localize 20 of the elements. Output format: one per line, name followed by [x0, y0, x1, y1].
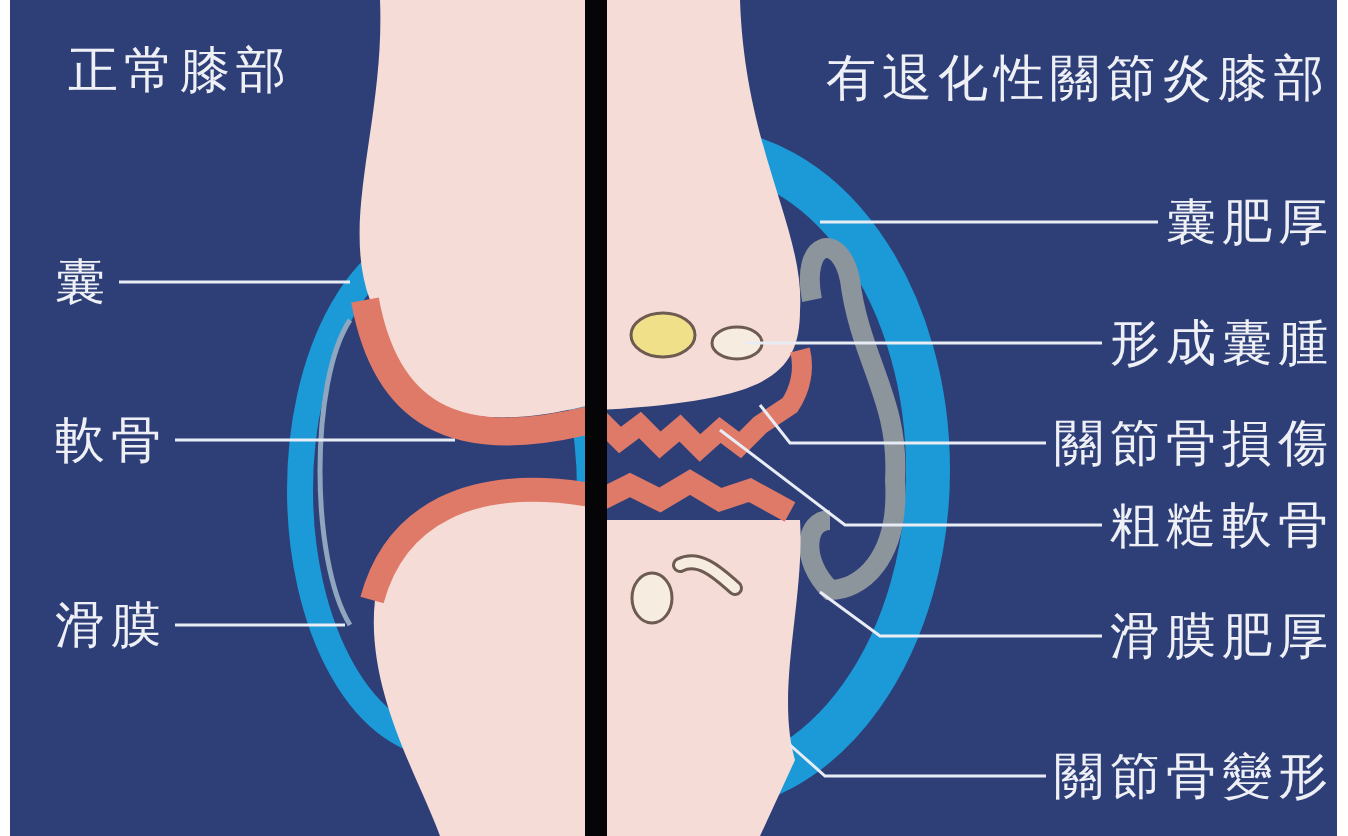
- leader-line: [175, 623, 345, 627]
- panel-title: 有退化性關節炎膝部: [826, 48, 1330, 108]
- part-label: 軟骨: [55, 410, 167, 470]
- part-label: 囊: [55, 252, 111, 312]
- leader-line: [820, 220, 1158, 224]
- leader-line: [719, 428, 1102, 527]
- part-label: 囊肥厚: [1166, 192, 1334, 252]
- panel-title: 正常膝部: [68, 40, 292, 100]
- leader-line: [789, 743, 1046, 778]
- leader-line: [175, 438, 455, 442]
- part-label: 粗糙軟骨: [1110, 495, 1334, 555]
- part-label: 關節骨變形: [1054, 746, 1334, 806]
- leader-line: [819, 590, 1102, 638]
- part-label: 滑膜: [55, 595, 167, 655]
- leader-line: [745, 341, 1102, 345]
- leader-line: [119, 280, 350, 284]
- part-label: 關節骨損傷: [1054, 413, 1334, 473]
- part-label: 形成囊腫: [1110, 313, 1334, 373]
- leader-line: [758, 404, 1046, 445]
- part-label: 滑膜肥厚: [1110, 606, 1334, 666]
